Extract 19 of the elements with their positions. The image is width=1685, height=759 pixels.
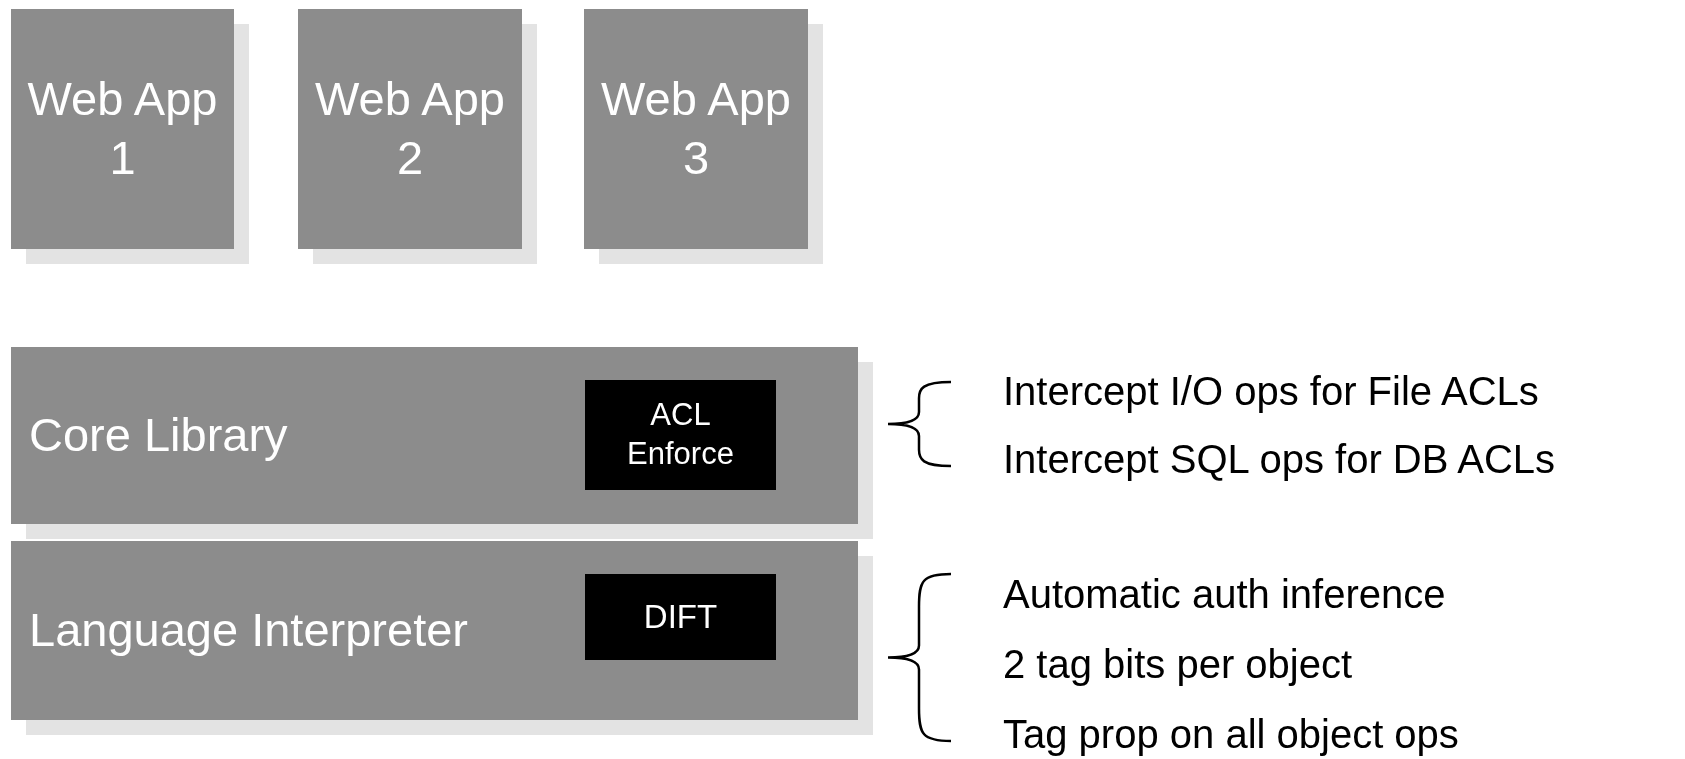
note-text: Automatic auth inference [1003, 572, 1446, 617]
node-label: Language Interpreter [29, 602, 468, 659]
note-text: Intercept SQL ops for DB ACLs [1003, 437, 1556, 482]
note-text: Tag prop on all object ops [1003, 712, 1459, 757]
layer-box [11, 541, 858, 720]
node-label: Web App 2 [314, 71, 506, 186]
node-label: Web App 1 [26, 71, 219, 186]
layer-box [298, 9, 522, 249]
node-label: DIFT [643, 597, 718, 638]
component-box [585, 380, 776, 490]
layer-box [11, 9, 234, 249]
layer-box [584, 9, 808, 249]
note-text: 2 tag bits per object [1003, 642, 1353, 687]
node-label: ACL Enforce [626, 396, 735, 473]
note-text: Intercept I/O ops for File ACLs [1003, 369, 1539, 414]
node-label: Core Library [29, 407, 288, 464]
node-label: Web App 3 [600, 71, 792, 186]
layer-box [11, 347, 858, 524]
component-box [585, 574, 776, 660]
